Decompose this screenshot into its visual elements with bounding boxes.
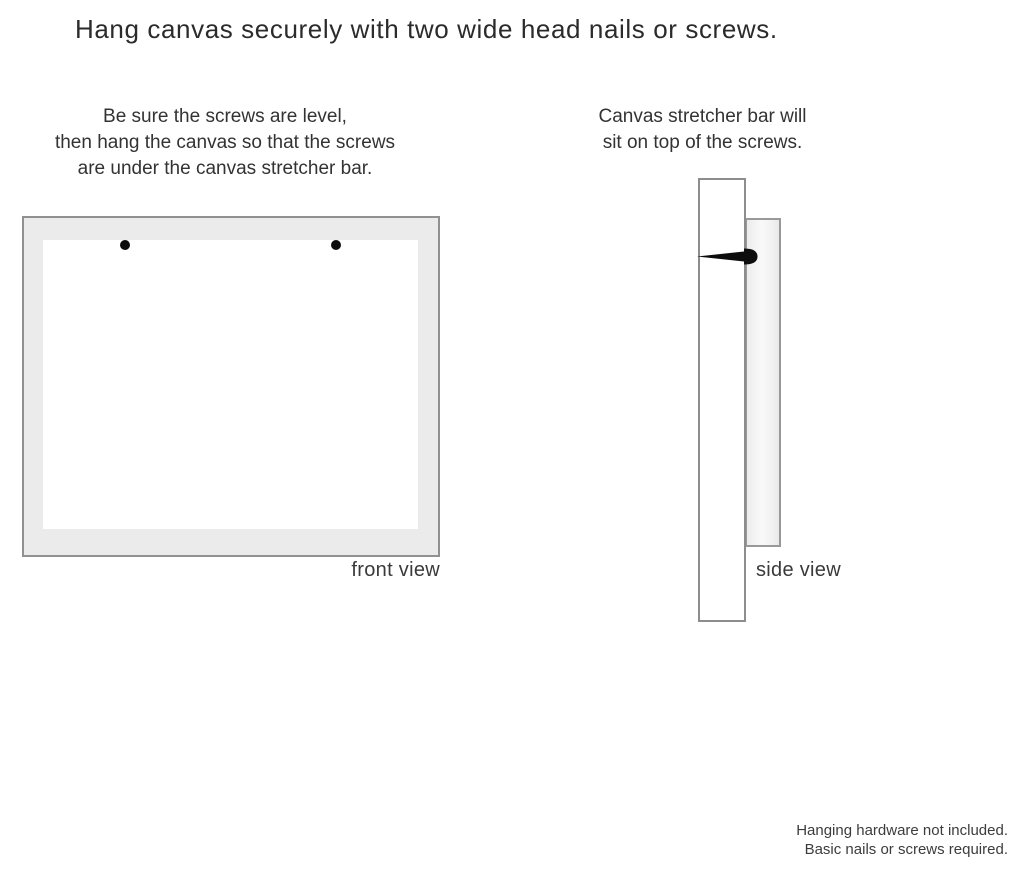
side-view-wall-bar <box>698 178 746 622</box>
side-view-instructions: Canvas stretcher bar will sit on top of … <box>555 104 850 156</box>
front-view-label: front view <box>351 559 440 581</box>
nail-head-left-icon <box>120 240 130 250</box>
instruction-line: Be sure the screws are level, <box>103 106 347 127</box>
footer-line: Hanging hardware not included. <box>796 822 1008 839</box>
instruction-line: are under the canvas stretcher bar. <box>77 158 373 179</box>
nail-icon <box>697 248 758 265</box>
nail-head-right-icon <box>331 240 341 250</box>
footer-line: Basic nails or screws required. <box>804 841 1008 858</box>
side-view-label: side view <box>756 559 841 581</box>
instruction-line: then hang the canvas so that the screws <box>54 132 396 153</box>
footer-note: Hanging hardware not included. Basic nai… <box>796 821 1008 859</box>
instruction-line: sit on top of the screws. <box>602 132 803 153</box>
front-view-canvas-frame <box>22 216 440 557</box>
front-view-canvas-face <box>43 240 418 529</box>
side-view-canvas <box>745 218 781 547</box>
front-view-instructions: Be sure the screws are level, then hang … <box>10 104 440 182</box>
page-title: Hang canvas securely with two wide head … <box>75 14 778 44</box>
instruction-line: Canvas stretcher bar will <box>598 106 807 127</box>
